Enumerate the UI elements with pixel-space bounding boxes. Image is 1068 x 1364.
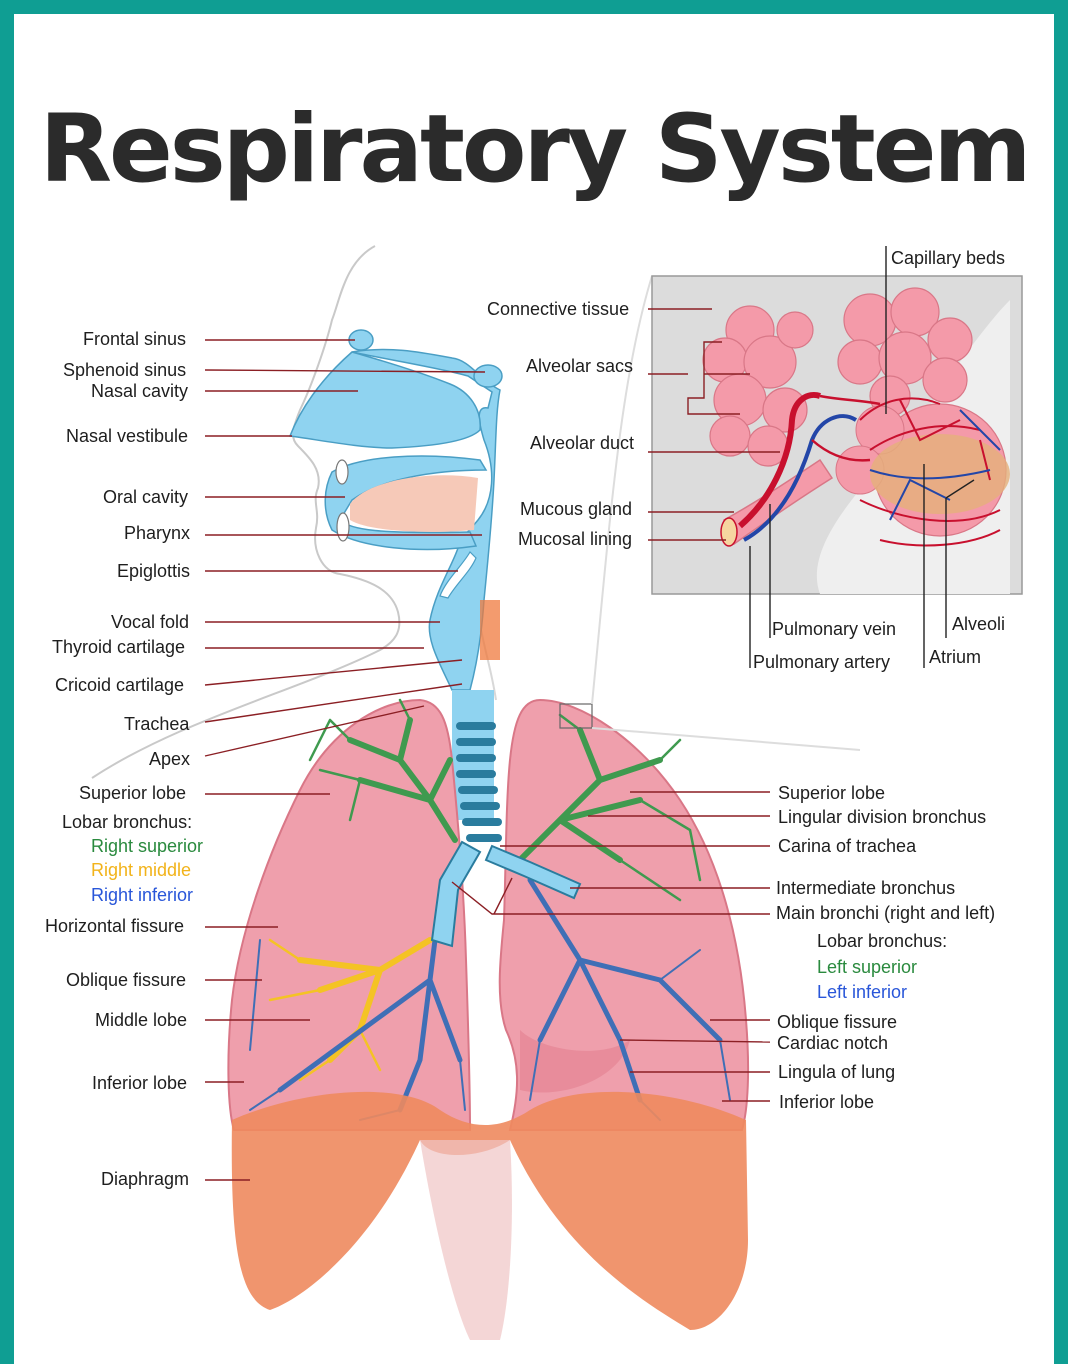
leader-lines-inset — [648, 246, 975, 668]
label-pulmonary-vein: Pulmonary vein — [772, 619, 897, 639]
label-middle-lobe: Middle lobe — [95, 1010, 188, 1030]
label-alveolar-sacs: Alveolar sacs — [526, 356, 634, 376]
label-left-inferior: Left inferior — [817, 982, 908, 1002]
leader-lines-right — [451, 791, 771, 1102]
label-superior-lobe-right: Superior lobe — [79, 783, 187, 803]
tongue-shape — [350, 475, 478, 532]
label-oblique-fissure-left: Oblique fissure — [777, 1012, 898, 1032]
leader-lines-left — [204, 339, 486, 1181]
right-lung-shape — [227, 698, 472, 1131]
bronchial-tree — [249, 698, 731, 1121]
label-lobar-bronchus-left: Lobar bronchus: — [817, 931, 948, 951]
label-vocal-fold: Vocal fold — [111, 612, 190, 632]
label-left-superior: Left superior — [817, 957, 918, 977]
label-lingular-division-bronchus: Lingular division bronchus — [778, 807, 987, 827]
label-pharynx: Pharynx — [124, 523, 191, 543]
capillary-cluster — [835, 397, 1010, 547]
label-connective-tissue: Connective tissue — [487, 299, 630, 319]
label-superior-lobe-left: Superior lobe — [778, 783, 886, 803]
label-main-bronchi: Main bronchi (right and left) — [776, 903, 996, 923]
label-epiglottis: Epiglottis — [117, 561, 191, 581]
lip-upper — [335, 459, 349, 485]
label-right-superior: Right superior — [91, 836, 204, 856]
epiglottis-shape — [439, 551, 477, 599]
label-frontal-sinus: Frontal sinus — [83, 329, 187, 349]
bronchiole-tube — [723, 458, 834, 546]
left-main-bronchus — [484, 844, 582, 900]
esophagus-shape — [480, 600, 500, 660]
right-main-bronchus — [430, 840, 482, 948]
cardiac-notch-shape — [520, 1030, 630, 1093]
label-pulmonary-artery: Pulmonary artery — [753, 652, 891, 672]
label-nasal-cavity: Nasal cavity — [91, 381, 189, 401]
label-carina-of-trachea: Carina of trachea — [778, 836, 917, 856]
label-oblique-fissure-right: Oblique fissure — [66, 970, 187, 990]
zoom-line-lower — [591, 727, 861, 751]
page-title: Respiratory System — [39, 95, 1032, 204]
label-oral-cavity: Oral cavity — [103, 487, 189, 507]
label-right-inferior: Right inferior — [91, 885, 194, 905]
alveolar-sacs — [702, 287, 973, 467]
label-alveoli: Alveoli — [952, 614, 1006, 634]
bronchiole-opening — [720, 517, 738, 547]
label-inferior-lobe-right: Inferior lobe — [92, 1073, 188, 1093]
label-inferior-lobe-left: Inferior lobe — [779, 1092, 875, 1112]
lip-lower — [336, 512, 350, 542]
label-lingula-of-lung: Lingula of lung — [778, 1062, 896, 1082]
label-intermediate-bronchus: Intermediate bronchus — [776, 878, 956, 898]
label-trachea: Trachea — [124, 714, 190, 734]
label-lobar-bronchus-right: Lobar bronchus: — [62, 812, 193, 832]
left-lung-shape — [498, 698, 750, 1131]
capillary-branches — [811, 394, 881, 462]
pulmonary-artery-vessel — [743, 414, 858, 542]
label-horizontal-fissure: Horizontal fissure — [45, 916, 185, 936]
label-mucous-gland: Mucous gland — [520, 499, 633, 519]
label-right-middle: Right middle — [91, 860, 192, 880]
sphenoid-sinus-shape — [473, 364, 503, 388]
nasal-passage — [288, 351, 481, 449]
mediastinum-shape — [420, 1140, 512, 1340]
label-diaphragm: Diaphragm — [101, 1169, 190, 1189]
label-alveolar-duct: Alveolar duct — [530, 433, 635, 453]
label-apex: Apex — [149, 749, 191, 769]
label-cricoid-cartilage: Cricoid cartilage — [55, 675, 185, 695]
label-thyroid-cartilage: Thyroid cartilage — [52, 637, 186, 657]
label-nasal-vestibule: Nasal vestibule — [66, 426, 189, 446]
zoom-line-upper — [591, 275, 653, 705]
head-outline — [91, 245, 401, 779]
pulmonary-vein-vessel — [738, 392, 821, 529]
zoom-box — [559, 703, 593, 729]
label-cardiac-notch: Cardiac notch — [777, 1033, 889, 1053]
diaphragm-shape — [231, 1091, 748, 1330]
label-capillary-beds: Capillary beds — [891, 248, 1006, 268]
label-atrium: Atrium — [929, 647, 982, 667]
label-sphenoid-sinus: Sphenoid sinus — [63, 360, 187, 380]
label-mucosal-lining: Mucosal lining — [518, 529, 633, 549]
trachea-rings — [452, 690, 502, 842]
